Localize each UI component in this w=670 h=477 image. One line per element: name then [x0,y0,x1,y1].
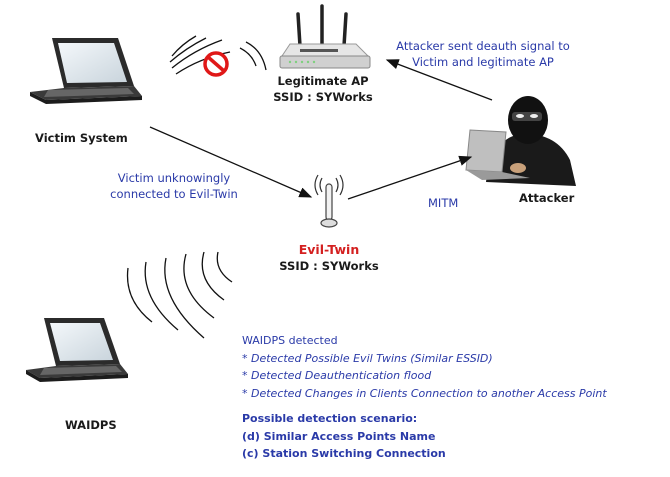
victim-connected-line2: connected to Evil-Twin [110,187,238,201]
antenna-icon [314,174,344,228]
deauth-annotation-line1: Attacker sent deauth signal to [396,39,570,53]
detection-header: WAIDPS detected [242,334,338,347]
victim-connected-line1: Victim unknowingly [117,171,231,185]
deauth-annotation-line2: Victim and legitimate AP [412,55,554,69]
detection-list: WAIDPS detected * Detected Possible Evil… [242,332,607,402]
no-entry-icon [203,51,229,77]
scenario-list: Possible detection scenario: (d) Similar… [242,410,446,463]
waidps-laptop-icon [26,318,128,382]
scenario-item: (d) Similar Access Points Name [242,429,436,443]
attacker-label: Attacker [519,191,575,205]
detection-item: * Detected Possible Evil Twins (Similar … [242,351,493,365]
waidps-radio-waves [126,251,233,339]
legitimate-ap-name: Legitimate AP [277,74,369,88]
hooded-hacker-icon [465,96,576,186]
legitimate-ap-ssid: SSID : SYWorks [273,90,373,104]
detection-item: * Detected Deauthentication flood [242,369,432,382]
mitm-arrow [347,155,473,200]
waidps-label: WAIDPS [65,418,117,432]
mitm-label: MITM [428,196,459,210]
victim-laptop-icon [30,38,142,104]
evil-twin-name: Evil-Twin [298,242,360,257]
evil-twin-ssid: SSID : SYWorks [279,259,379,273]
scenario-item: (c) Station Switching Connection [242,447,446,460]
deauth-arrow [385,59,493,101]
detection-item: * Detected Changes in Clients Connection… [242,386,607,400]
scenario-header: Possible detection scenario: [242,412,418,425]
victim-radio-waves [169,35,267,75]
victim-system-label: Victim System [35,131,128,145]
router-icon [279,4,371,69]
victim-to-eviltwin-arrow [149,126,313,198]
